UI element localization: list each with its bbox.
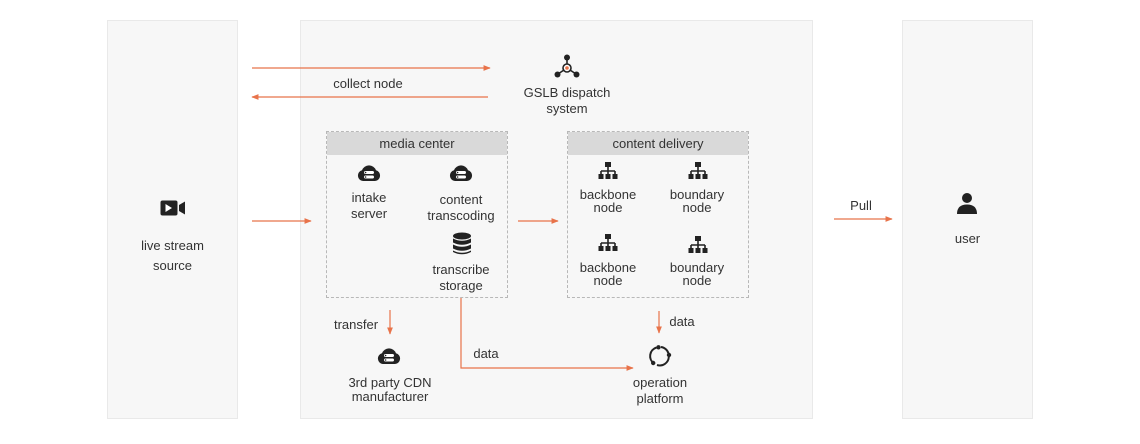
backbone-node-2-label-line1: backbone	[579, 260, 637, 275]
collect-node-label: collect node	[333, 76, 403, 91]
cloud-transcoding-icon	[449, 162, 473, 182]
user-icon	[956, 192, 978, 214]
gslb-label-line1: GSLB dispatch	[523, 85, 611, 100]
third-party-cdn-label-line1: 3rd party CDN	[348, 375, 432, 390]
cloud-server-icon	[357, 162, 381, 182]
transcribe-storage-label-line1: transcribe	[432, 262, 490, 277]
transfer-label: transfer	[333, 317, 379, 332]
boundary-node-2-label-line2: node	[682, 273, 712, 288]
boundary-node-2-label-line1: boundary	[669, 260, 725, 275]
video-camera-icon	[160, 199, 186, 217]
backbone-node-1-label-line2: node	[593, 200, 623, 215]
boundary-node-1-label-line1: boundary	[669, 187, 725, 202]
boundary-node-icon	[688, 236, 708, 254]
boundary-node-1-label-line2: node	[682, 200, 712, 215]
gslb-network-icon	[554, 54, 580, 78]
cloud-cdn-icon	[377, 345, 401, 365]
arrow-storage-data	[460, 297, 634, 371]
live-stream-source-label-line2: source	[152, 258, 193, 273]
boundary-node-icon	[688, 162, 708, 180]
operation-platform-label-line2: platform	[636, 391, 684, 406]
user-panel	[902, 20, 1033, 419]
content-delivery-title: content delivery	[568, 132, 748, 155]
data-storage-label: data	[473, 346, 499, 361]
backbone-node-icon	[598, 162, 618, 180]
operation-platform-label-line1: operation	[632, 375, 688, 390]
gslb-label-line2: system	[546, 101, 588, 116]
media-center-title: media center	[327, 132, 507, 155]
backbone-node-2-label-line2: node	[593, 273, 623, 288]
pull-label: Pull	[850, 198, 872, 213]
backbone-node-1-label-line1: backbone	[579, 187, 637, 202]
intake-server-label-line2: server	[350, 206, 388, 221]
transcribe-storage-label-line2: storage	[439, 278, 483, 293]
intake-server-label-line1: intake	[351, 190, 387, 205]
source-panel	[107, 20, 238, 419]
content-transcoding-label-line2: transcoding	[427, 208, 495, 223]
operation-cycle-icon	[648, 344, 672, 368]
media-center-cluster: media center	[326, 131, 508, 298]
third-party-cdn-label-line2: manufacturer	[351, 389, 429, 404]
backbone-node-icon	[598, 234, 618, 252]
data-delivery-label: data	[669, 314, 695, 329]
user-label: user	[954, 231, 981, 246]
content-delivery-cluster: content delivery	[567, 131, 749, 298]
database-icon	[452, 232, 472, 256]
content-transcoding-label-line1: content	[439, 192, 483, 207]
live-stream-source-label-line1: live stream	[141, 238, 204, 253]
